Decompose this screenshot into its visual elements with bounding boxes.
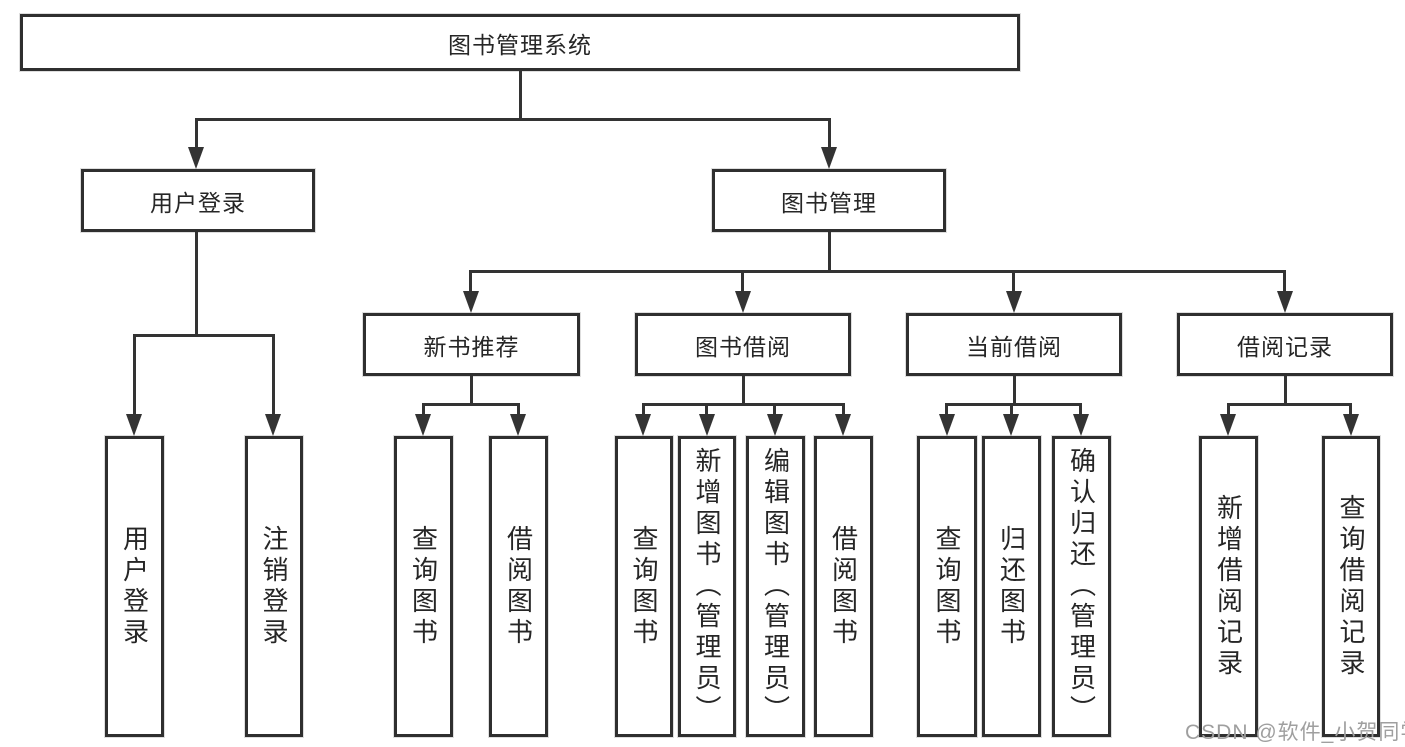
connector-segment xyxy=(1349,403,1352,416)
arrow-down-icon xyxy=(126,414,142,436)
node-book-management: 图书管理 xyxy=(712,169,946,232)
connector-segment xyxy=(469,270,1286,273)
connector-segment xyxy=(1227,403,1230,416)
connector-segment xyxy=(195,118,198,150)
arrow-down-icon xyxy=(1073,414,1089,436)
node-label: 图书管理 xyxy=(781,189,877,216)
node-label: 图书借阅 xyxy=(695,333,791,360)
connector-segment xyxy=(1079,403,1082,416)
node-library-management-system: 图书管理系统 xyxy=(20,14,1020,71)
connector-segment xyxy=(1227,403,1352,406)
connector-segment xyxy=(642,403,645,416)
arrow-down-icon xyxy=(188,147,204,169)
node-label: 借阅图书 xyxy=(503,524,534,649)
node-label: 查询图书 xyxy=(408,524,439,649)
arrow-down-icon xyxy=(265,414,281,436)
leaf-query-books-recommend: 查询图书 xyxy=(394,436,453,737)
csdn-watermark: CSDN @软件_小贺同学 xyxy=(1185,721,1405,744)
connector-segment xyxy=(195,118,831,121)
leaf-query-borrow-record: 查询借阅记录 xyxy=(1322,436,1380,737)
node-label: 用户登录 xyxy=(150,189,246,216)
arrow-down-icon xyxy=(821,147,837,169)
arrow-down-icon xyxy=(939,414,955,436)
connector-segment xyxy=(945,403,1082,406)
node-label: 归还图书 xyxy=(996,524,1027,649)
node-label: 注销登录 xyxy=(259,524,289,649)
node-label: 查询图书 xyxy=(629,524,659,649)
connector-segment xyxy=(828,232,831,273)
connector-segment xyxy=(195,232,198,337)
node-label: 新书推荐 xyxy=(423,333,520,360)
connector-segment xyxy=(741,270,744,293)
connector-segment xyxy=(828,118,831,150)
leaf-add-books-admin: 新增图书（管理员） xyxy=(678,436,736,737)
node-user-login: 用户登录 xyxy=(81,169,315,232)
connector-segment xyxy=(470,376,473,406)
connector-segment xyxy=(1012,270,1015,293)
node-label: 确认归还（管理员） xyxy=(1066,447,1097,726)
arrow-down-icon xyxy=(510,414,526,436)
leaf-borrow-books-borrowing: 借阅图书 xyxy=(814,436,873,737)
connector-segment xyxy=(742,376,745,406)
node-label: 查询借阅记录 xyxy=(1336,493,1366,680)
node-new-book-recommendation: 新书推荐 xyxy=(363,313,580,376)
arrow-down-icon xyxy=(1343,414,1359,436)
leaf-borrow-books-recommend: 借阅图书 xyxy=(489,436,548,737)
node-book-borrowing: 图书借阅 xyxy=(635,313,851,376)
connector-segment xyxy=(1010,403,1013,416)
arrow-down-icon xyxy=(463,291,479,313)
connector-segment xyxy=(1284,376,1287,406)
arrow-down-icon xyxy=(1003,414,1019,436)
leaf-return-books: 归还图书 xyxy=(982,436,1041,737)
connector-segment xyxy=(422,403,520,406)
node-label: 用户登录 xyxy=(119,524,150,649)
leaf-query-books-borrowing: 查询图书 xyxy=(615,436,673,737)
connector-segment xyxy=(469,270,472,293)
leaf-confirm-return-admin: 确认归还（管理员） xyxy=(1052,436,1111,737)
connector-segment xyxy=(272,334,275,416)
connector-segment xyxy=(642,403,845,406)
connector-segment xyxy=(945,403,948,416)
arrow-down-icon xyxy=(1277,291,1293,313)
arrow-down-icon xyxy=(415,414,431,436)
arrow-down-icon xyxy=(635,414,651,436)
node-label: 借阅记录 xyxy=(1237,333,1333,360)
arrow-down-icon xyxy=(1220,414,1236,436)
connector-segment xyxy=(842,403,845,416)
connector-segment xyxy=(705,403,708,416)
connector-segment xyxy=(1013,376,1016,406)
arrow-down-icon xyxy=(767,414,783,436)
arrow-down-icon xyxy=(835,414,851,436)
connector-segment xyxy=(133,334,136,416)
connector-segment xyxy=(133,334,275,337)
node-label: 借阅图书 xyxy=(828,524,859,649)
connector-segment xyxy=(519,70,522,121)
arrow-down-icon xyxy=(735,291,751,313)
node-label: 当前借阅 xyxy=(966,333,1062,360)
connector-segment xyxy=(1283,270,1286,293)
leaf-add-borrow-record: 新增借阅记录 xyxy=(1199,436,1258,737)
leaf-logout-login: 注销登录 xyxy=(245,436,303,737)
node-label: 图书管理系统 xyxy=(448,31,592,58)
leaf-edit-books-admin: 编辑图书（管理员） xyxy=(746,436,805,737)
connector-segment xyxy=(773,403,776,416)
arrow-down-icon xyxy=(1006,291,1022,313)
leaf-user-login: 用户登录 xyxy=(105,436,164,737)
node-borrowing-records: 借阅记录 xyxy=(1177,313,1393,376)
node-current-borrowing: 当前借阅 xyxy=(906,313,1122,376)
node-label: 新增图书（管理员） xyxy=(692,447,722,726)
node-label: 查询图书 xyxy=(932,524,962,649)
leaf-query-books-current: 查询图书 xyxy=(917,436,977,737)
node-label: 新增借阅记录 xyxy=(1213,493,1244,680)
connector-segment xyxy=(517,403,520,416)
arrow-down-icon xyxy=(699,414,715,436)
node-label: 编辑图书（管理员） xyxy=(760,447,791,726)
connector-segment xyxy=(422,403,425,416)
